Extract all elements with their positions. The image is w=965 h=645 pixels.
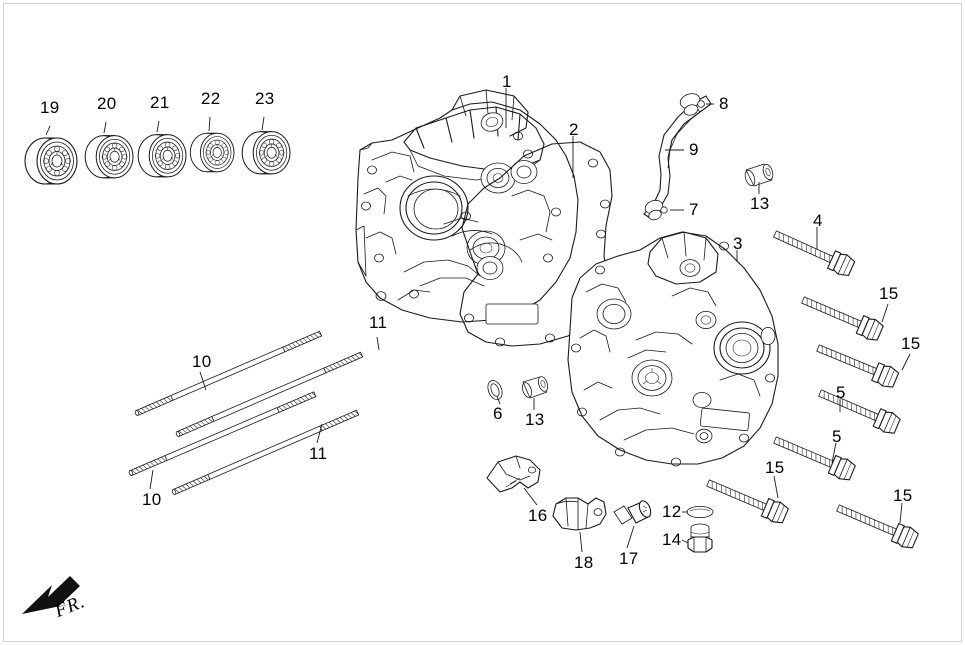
callout-16: 16 [528,506,548,525]
callout-10b: 10 [142,490,162,509]
callout-15a: 15 [879,284,899,303]
callout-15d: 15 [893,486,913,505]
callout-18: 18 [574,553,594,572]
bearing-leaders [45,116,265,136]
clamp-bolt [613,500,652,525]
callout-15b: 15 [901,334,921,353]
guide-plate [486,455,541,493]
callout-22: 22 [201,89,221,108]
callout-19: 19 [40,98,60,117]
callout-23: 23 [255,89,275,108]
crankcase-right-half [567,231,779,467]
callout-17: 17 [619,549,639,568]
callout-1: 1 [502,72,512,91]
callout-6: 6 [493,404,503,423]
hose-clamp-upper [679,93,705,116]
callout-12: 12 [662,502,682,521]
callout-3: 3 [733,234,743,253]
callout-7: 7 [689,200,699,219]
crankcase-gasket [459,141,613,347]
dowel-pin-upper [744,163,774,187]
callout-10a: 10 [192,352,212,371]
callout-2: 2 [569,120,579,139]
callout-20: 20 [97,94,117,113]
cable-clamp-bracket [552,497,607,531]
o-ring [487,380,503,400]
callout-11a: 11 [369,313,388,332]
callout-leaders [149,88,911,553]
hose-clamp-lower [644,199,668,221]
callout-21: 21 [150,93,170,112]
dowel-pin-lower [521,376,549,399]
callout-11b: 11 [309,444,328,463]
callout-14: 14 [662,530,682,549]
front-direction-arrow [22,576,80,614]
callout-13b: 13 [525,410,545,429]
callout-4: 4 [813,211,823,230]
callout-15c: 15 [765,458,785,477]
drain-plug [687,523,713,553]
callout-13a: 13 [750,194,770,213]
callout-5b: 5 [832,427,842,446]
callout-5a: 5 [836,383,846,402]
callout-9: 9 [689,140,699,159]
callout-8: 8 [719,94,729,113]
